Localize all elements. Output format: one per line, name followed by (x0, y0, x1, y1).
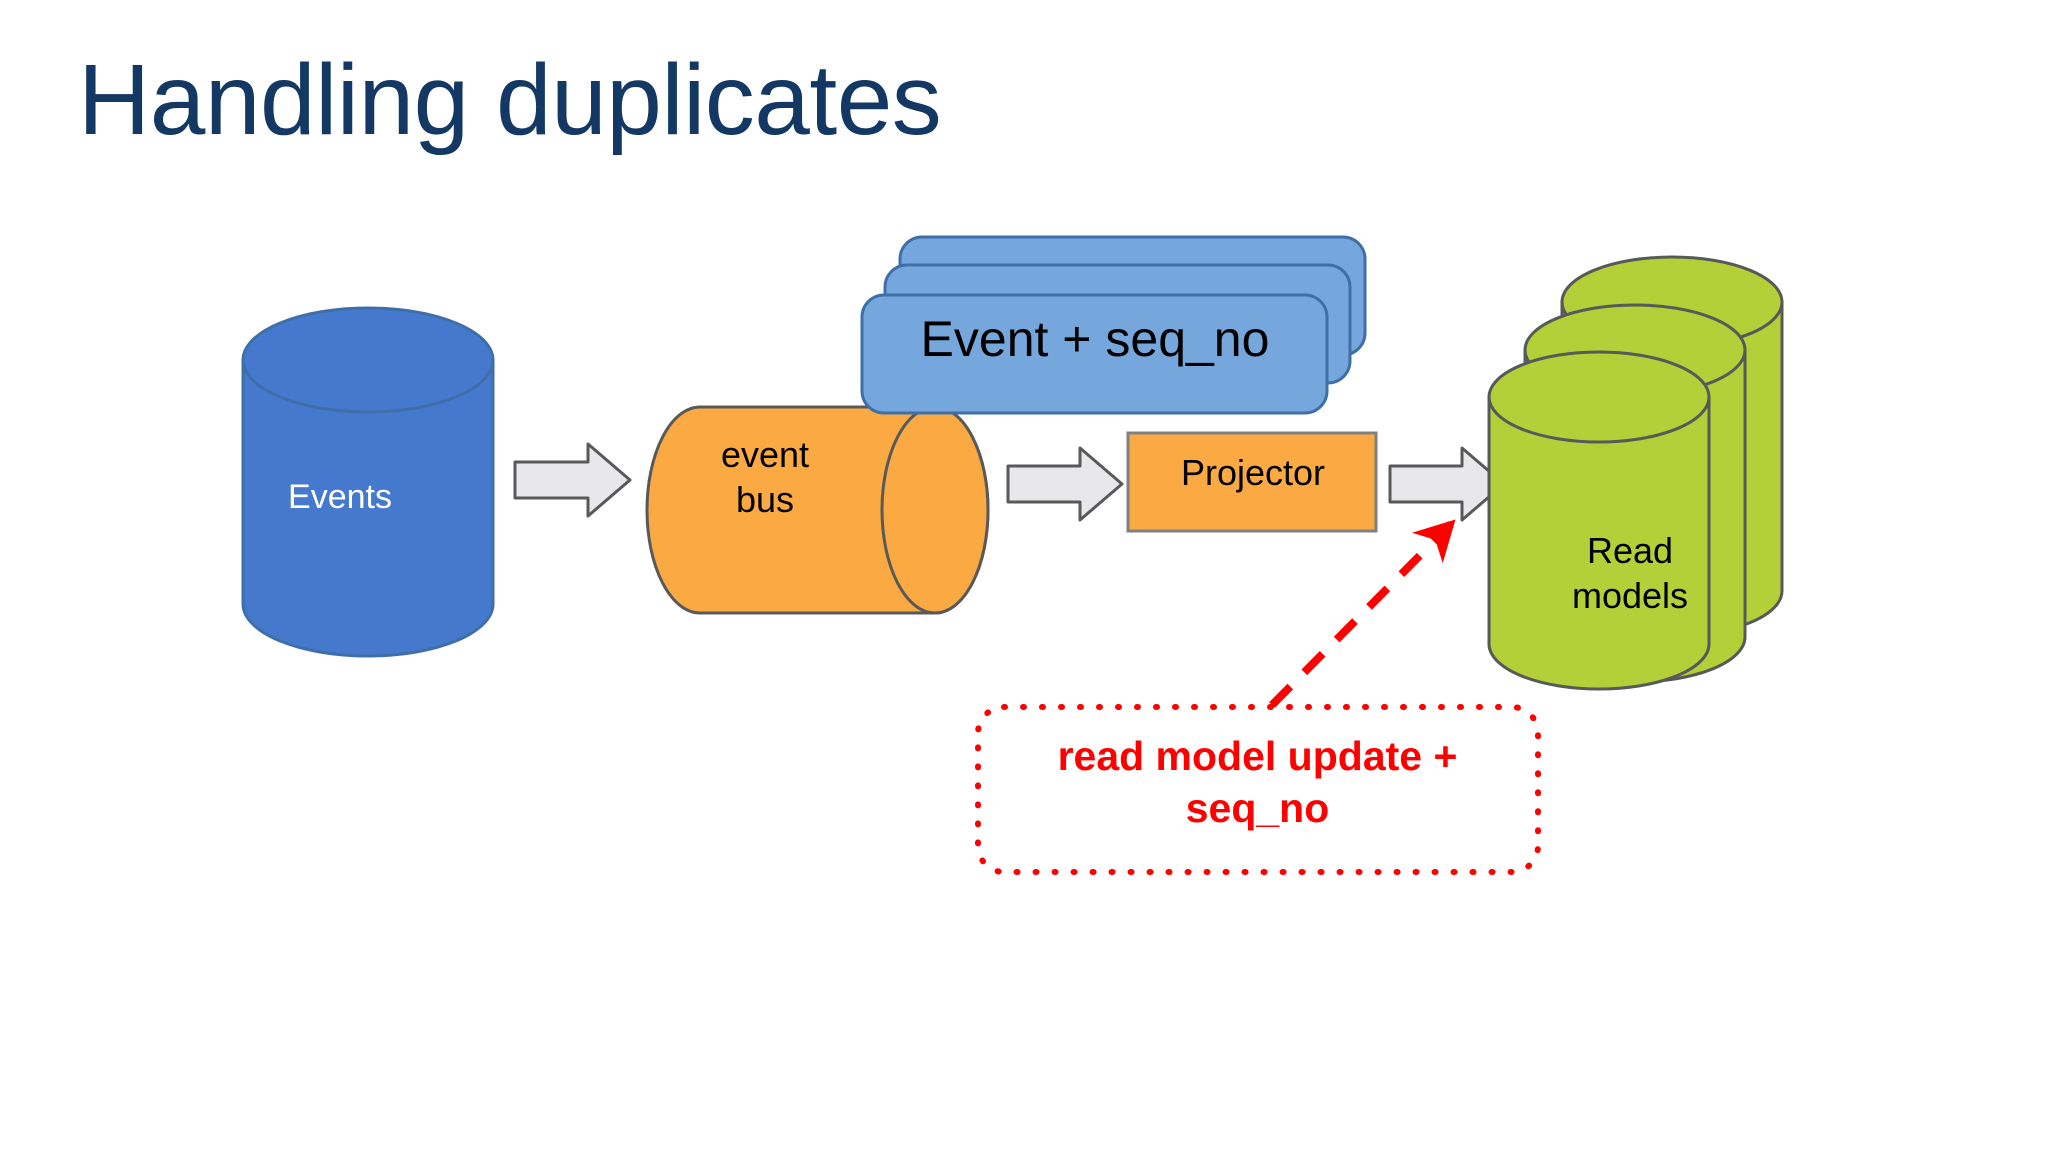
block-arrow-projector-to-read-models (1388, 446, 1506, 522)
events-cylinder[interactable] (241, 306, 495, 658)
block-arrow-bus-to-projector (1006, 446, 1124, 522)
dashed-callout-arrow (1269, 519, 1456, 708)
page-title: Handling duplicates (78, 44, 942, 156)
read-model-update-callout[interactable] (975, 704, 1541, 875)
block-arrow-events-to-bus (513, 442, 632, 518)
projector-box[interactable] (1126, 431, 1378, 533)
event-message-stack[interactable] (860, 235, 1367, 415)
read-models-cylinders[interactable] (1487, 255, 1784, 691)
event-bus-cylinder[interactable] (645, 405, 990, 615)
